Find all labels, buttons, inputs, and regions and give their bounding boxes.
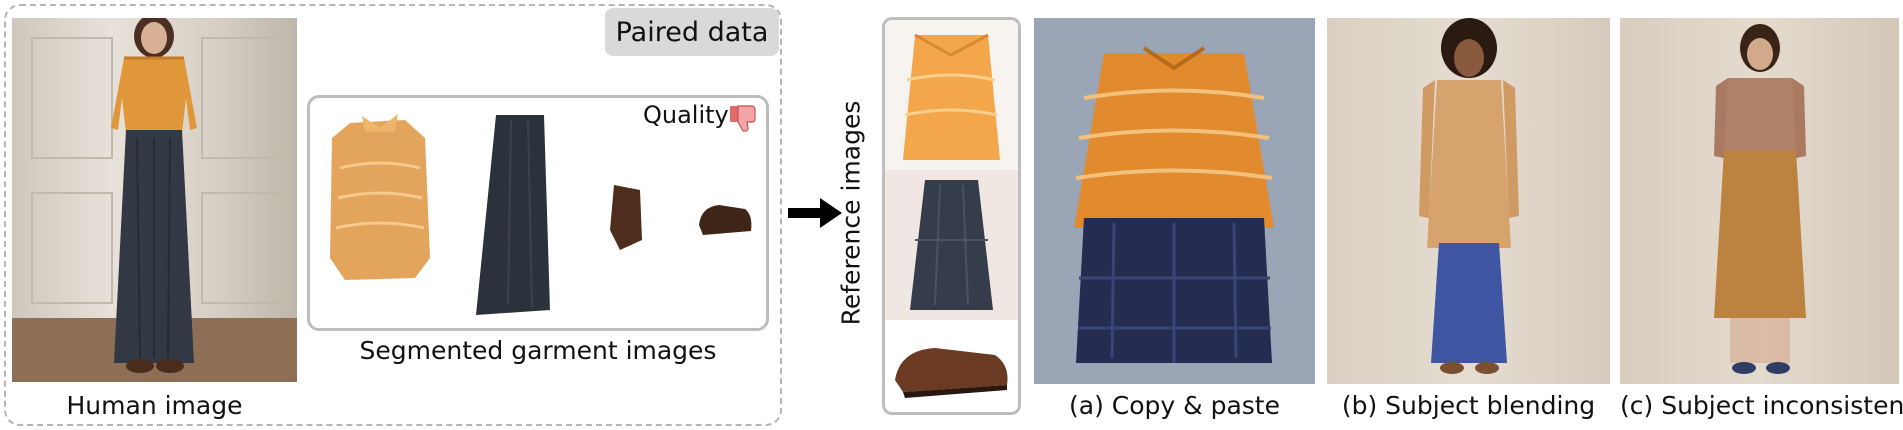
reference-images-label-wrap: Reference images: [826, 95, 876, 330]
reference-shirt-image: [885, 20, 1018, 170]
subject-blending-caption: (b) Subject blending: [1341, 391, 1596, 420]
quality-label: Quality: [643, 101, 729, 129]
arrow-right-icon: [788, 198, 842, 228]
paired-data-tag: Paired data: [605, 8, 779, 56]
paired-data-region: [4, 4, 782, 426]
segmented-garments-caption: Segmented garment images: [359, 336, 717, 365]
copy-paste-image: [1034, 18, 1315, 384]
reference-shoe-image: [885, 320, 1018, 412]
thumbs-down-icon: [727, 101, 759, 133]
reference-images-box: [882, 17, 1021, 415]
subject-blending-image: [1327, 18, 1610, 384]
segmented-shirt-image: [320, 108, 440, 293]
human-image-caption: Human image: [66, 391, 243, 420]
segmented-shoe-left-image: [602, 180, 650, 255]
human-image: [12, 18, 297, 382]
segmented-skirt-image: [466, 110, 574, 320]
copy-paste-caption: (a) Copy & paste: [1069, 391, 1280, 420]
reference-skirt-image: [885, 170, 1018, 320]
reference-images-label: Reference images: [836, 100, 866, 325]
segmented-shoe-right-image: [695, 195, 757, 243]
subject-inconsistency-image: [1620, 18, 1899, 384]
paired-data-tag-label: Paired data: [615, 16, 769, 48]
subject-inconsistency-caption: (c) Subject inconsistency: [1620, 391, 1903, 420]
